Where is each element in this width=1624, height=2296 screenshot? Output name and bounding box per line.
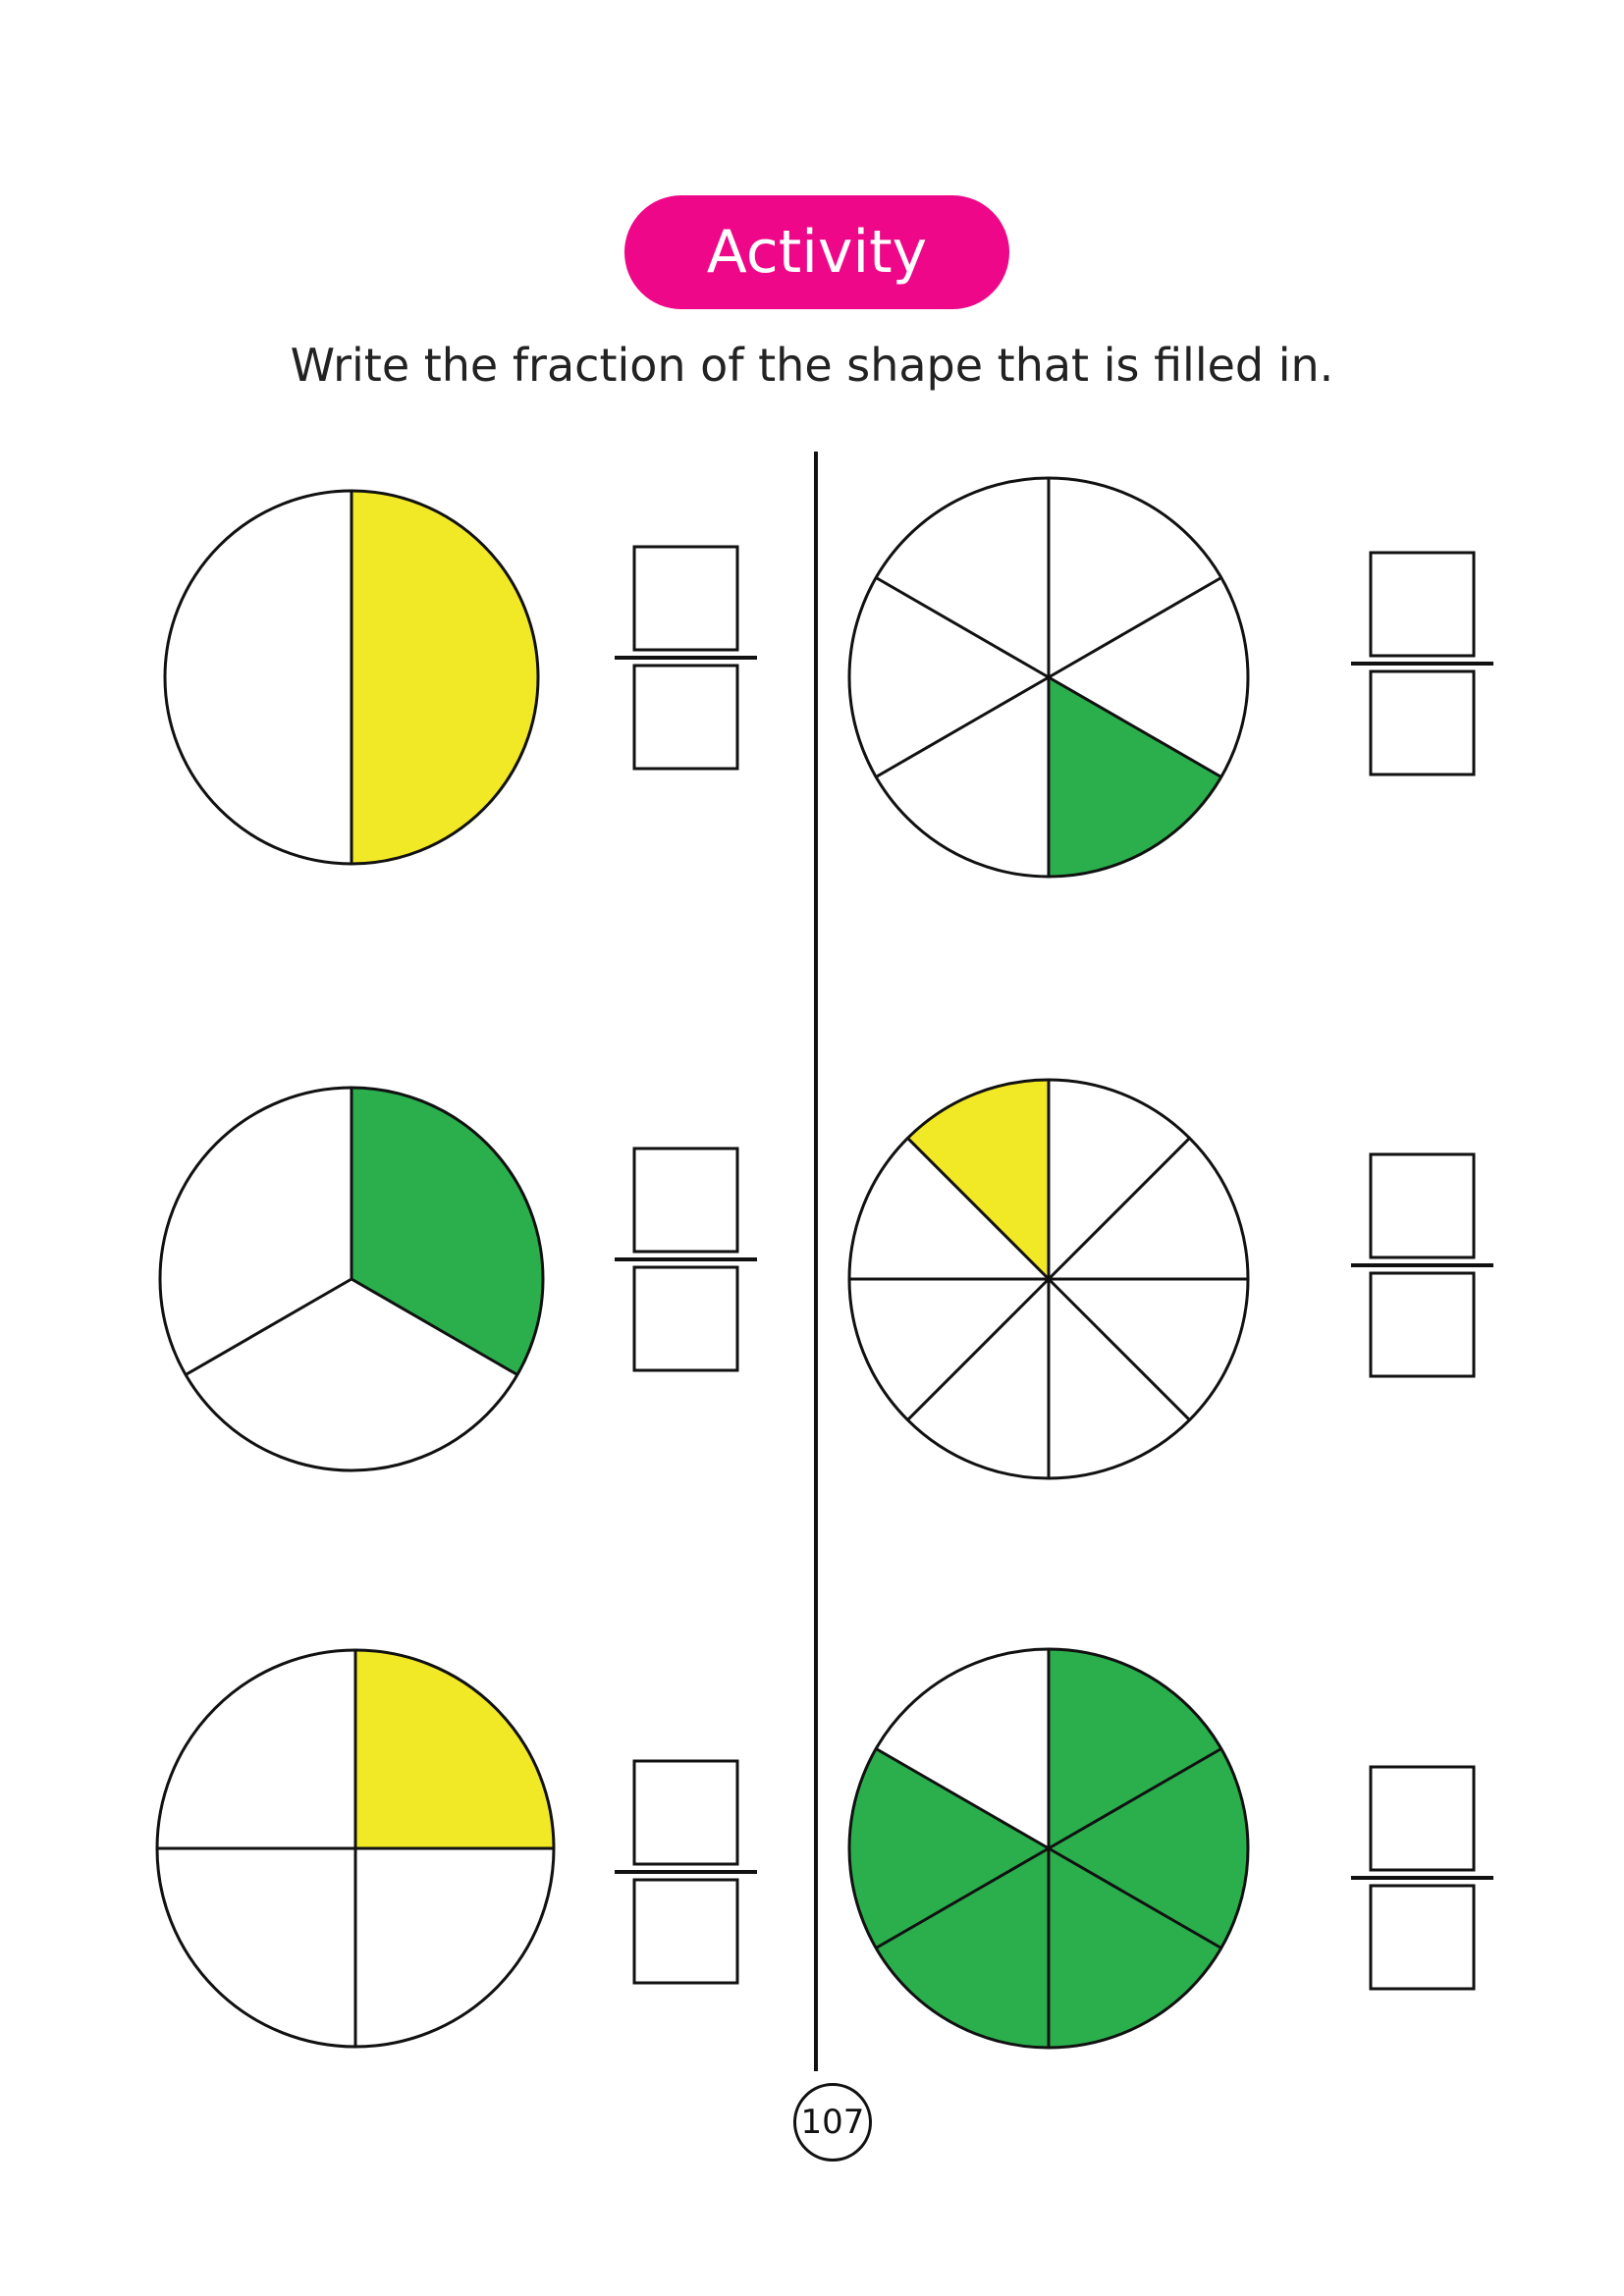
problem-3-answer: [615, 1759, 757, 1985]
page-number-label: 107: [800, 2103, 865, 2142]
problem-5-answer: [1351, 1152, 1493, 1378]
problem-6-outline: [847, 1647, 1250, 2050]
problem-2-circle: [158, 1086, 545, 1472]
problem-1-shaded-sector: [352, 491, 538, 864]
problem-3-circle: [155, 1648, 556, 2049]
problem-5-outline: [847, 1078, 1250, 1480]
problem-6-denominator-box[interactable]: [1369, 1884, 1476, 1991]
problem-2-numerator-box[interactable]: [632, 1147, 739, 1254]
problem-4-divider: [875, 675, 1050, 778]
activity-badge-label: Activity: [706, 218, 928, 287]
page-number: 107: [793, 2083, 872, 2162]
problem-1-circle: [163, 489, 540, 866]
problem-5-divider: [906, 1277, 1051, 1421]
problem-2-divider: [185, 1277, 352, 1376]
instruction-text: Write the fraction of the shape that is …: [290, 339, 1334, 392]
problem-6-numerator-box[interactable]: [1369, 1765, 1476, 1872]
problem-4-numerator-box[interactable]: [1369, 551, 1476, 658]
problem-5-divider: [906, 1137, 1051, 1281]
problem-6-divider: [1048, 1846, 1222, 1949]
problem-1-denominator-box[interactable]: [632, 664, 739, 771]
problem-4-circle: [847, 476, 1250, 879]
problem-5-divider: [1047, 1277, 1191, 1421]
problem-2-outline: [158, 1086, 545, 1472]
problem-4-divider: [1048, 675, 1222, 778]
problem-3-numerator-box[interactable]: [632, 1759, 739, 1866]
problem-5-numerator-box[interactable]: [1369, 1152, 1476, 1259]
problem-2-answer: [615, 1147, 757, 1372]
problem-3-denominator-box[interactable]: [632, 1878, 739, 1985]
problem-1-numerator-box[interactable]: [632, 545, 739, 652]
problem-6-divider: [875, 1747, 1050, 1850]
problem-6-shaded-sector: [848, 1748, 1049, 1949]
problem-4-shaded-sector: [1049, 677, 1221, 877]
problem-4-denominator-box[interactable]: [1369, 669, 1476, 776]
problem-4-divider: [1048, 576, 1222, 679]
problem-6-shaded-sector: [1049, 1848, 1221, 2048]
problem-6-shaded-sector: [876, 1848, 1049, 2048]
problem-5-shaded-sector: [907, 1080, 1049, 1279]
problem-1-outline: [163, 489, 540, 866]
problem-4-answer: [1351, 551, 1493, 776]
problem-4-divider: [875, 576, 1050, 679]
problem-4-outline: [847, 476, 1250, 879]
problem-6-circle: [847, 1647, 1250, 2050]
activity-badge: Activity: [624, 195, 1009, 309]
problem-5-divider: [1047, 1137, 1191, 1281]
problem-6-shaded-sector: [1049, 1748, 1248, 1949]
problem-5-denominator-box[interactable]: [1369, 1271, 1476, 1378]
problem-5-circle: [847, 1078, 1250, 1480]
problem-2-divider: [351, 1277, 518, 1376]
problem-6-answer: [1351, 1765, 1493, 1991]
problem-6-shaded-sector: [1049, 1649, 1221, 1848]
problem-2-denominator-box[interactable]: [632, 1265, 739, 1372]
problem-2-shaded-sector: [352, 1088, 543, 1375]
problem-1-answer: [615, 545, 757, 771]
problem-6-divider: [875, 1846, 1050, 1949]
problem-6-divider: [1048, 1747, 1222, 1850]
problem-3-outline: [155, 1648, 556, 2049]
problem-3-shaded-sector: [355, 1650, 554, 1848]
